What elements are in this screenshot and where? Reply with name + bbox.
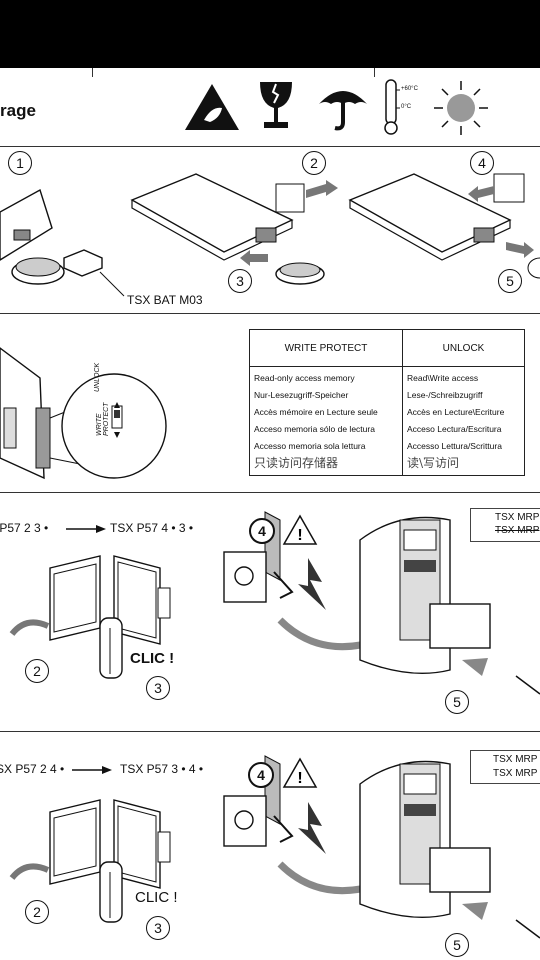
svg-text:!: ! [297, 770, 302, 787]
unlock-descriptions: Read\Write access Lese-/Schreibzugriff A… [402, 366, 525, 476]
write-protect-switch-label: WRITE PROTECT [96, 402, 110, 436]
thermometer-icon [384, 79, 400, 135]
description-fr: Accès en Lecture\Ecriture [407, 407, 505, 417]
module-reference-1: TSX MRP [495, 512, 540, 523]
step-3-marker: 3 [146, 676, 170, 700]
description-zh: 只读访问存储器 [254, 456, 339, 470]
module-reference-1: TSX MRP [493, 754, 538, 765]
step-4-marker: 4 [249, 518, 275, 544]
from-reference: ( P57 2 3 • [0, 521, 49, 535]
clic-label: CLIC ! [130, 650, 175, 667]
clic-label: CLIC ! [135, 889, 178, 906]
step-3-marker: 3 [228, 269, 252, 293]
step-4-marker: 4 [248, 762, 274, 788]
keep-dry-icon [319, 91, 367, 131]
svg-text:!: ! [297, 527, 302, 544]
battery-reference-label: TSX BAT M03 [127, 293, 203, 307]
card-removal-illustration [9, 799, 171, 923]
divider-2 [0, 313, 540, 314]
divider-4 [0, 731, 540, 732]
step-2-marker: 2 [302, 151, 326, 175]
power-warning-rack-illustration [223, 755, 540, 939]
to-reference: TSX P57 3 • 4 • [120, 762, 204, 776]
step-4-marker: 4 [470, 151, 494, 175]
from-reference: SX P57 2 4 • [0, 762, 65, 776]
temp-low-label: 0°C [401, 104, 412, 110]
description-es: Acceso Lectura/Escritura [407, 424, 502, 434]
description-es: Acceso memoria sólo de lectura [254, 424, 375, 434]
module-reference-2: TSX MRP [493, 768, 538, 779]
description-it: Accesso memoria sola lettura [254, 441, 366, 451]
to-reference: TSX P57 4 • 3 • [110, 521, 194, 535]
temp-high-label: +60°C [401, 86, 418, 92]
write-protect-descriptions: Read-only access memory Nur-Lesezugriff-… [249, 366, 403, 476]
step-5-marker: 5 [445, 933, 469, 957]
caution-icon: ! [282, 757, 318, 788]
write-protect-table: WRITE PROTECT UNLOCK Read-only access me… [249, 329, 525, 476]
module-reference-box: TSX MRP TSX MRP [470, 508, 540, 542]
description-de: Lese-/Schreibzugriff [407, 390, 483, 400]
arrow-right-icon [72, 766, 112, 774]
write-protect-header: WRITE PROTECT [249, 329, 403, 367]
esd-warning-icon [185, 84, 239, 130]
description-de: Nur-Lesezugriff-Speicher [254, 390, 349, 400]
unlock-switch-label: UNLOCK [94, 362, 101, 392]
step-1-marker: 1 [8, 151, 32, 175]
fragile-icon [260, 82, 292, 128]
step-5-marker: 5 [445, 690, 469, 714]
header-tick-right [374, 68, 375, 77]
unlock-header: UNLOCK [402, 329, 525, 367]
description-en: Read-only access memory [254, 373, 355, 383]
module-reference-2: TSX MRP [495, 525, 540, 536]
write-protect-switch-illustration [0, 347, 167, 480]
battery-steps-illustration [0, 173, 540, 297]
step-3-marker: 3 [146, 916, 170, 940]
caution-icon: ! [282, 514, 318, 545]
divider-1 [0, 146, 540, 147]
arrow-right-icon [66, 525, 106, 533]
card-removal-illustration [9, 555, 171, 679]
step-2-marker: 2 [25, 659, 49, 683]
description-it: Accesso Lettura/Scrittura [407, 441, 502, 451]
description-en: Read\Write access [407, 373, 479, 383]
header-tick-left [92, 68, 93, 77]
top-black-bar [0, 0, 540, 68]
module-reference-box: TSX MRP TSX MRP [470, 750, 540, 784]
divider-3 [0, 492, 540, 493]
sun-icon [434, 81, 488, 135]
step-5-marker: 5 [498, 269, 522, 293]
description-zh: 读\写访问 [407, 456, 460, 470]
page-title: rage [0, 101, 36, 120]
description-fr: Accès mémoire en Lecture seule [254, 407, 378, 417]
step-2-marker: 2 [25, 900, 49, 924]
